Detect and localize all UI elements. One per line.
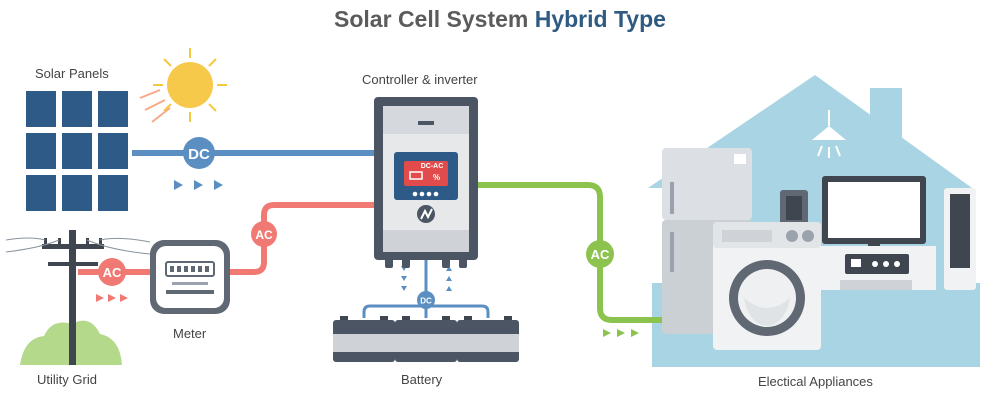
- diagram-title: Solar Cell System Hybrid Type: [0, 6, 1000, 33]
- battery-2: [395, 316, 457, 362]
- ac-grid-badge-label: AC: [103, 265, 122, 280]
- dc-battery-badge: [417, 291, 435, 309]
- ac-house-arrows: [603, 329, 639, 337]
- battery-1: [333, 316, 395, 362]
- ac-house-line: [478, 182, 662, 323]
- utility-pole-icon: [5, 230, 151, 365]
- meter-icon: [150, 240, 230, 314]
- battery-flow-arrows: [401, 266, 452, 291]
- tv-icon: [822, 176, 926, 250]
- ac-house-badge: [586, 240, 614, 268]
- controller-label: Controller & inverter: [362, 72, 478, 87]
- solar-panel-array: [26, 91, 128, 211]
- battery-icons: [333, 316, 519, 362]
- ac-meter-badge: [251, 221, 277, 247]
- dc-main-badge-label: DC: [188, 146, 210, 163]
- ac-meter-line: [228, 202, 374, 275]
- ac-grid-badge: [98, 258, 126, 286]
- sun-icon: [139, 48, 227, 123]
- solar-panels-label: Solar Panels: [35, 66, 109, 81]
- ac-grid-arrows: [96, 294, 128, 302]
- dc-battery-badge-label: DC: [420, 297, 432, 306]
- inverter-icon: [374, 97, 478, 268]
- title-accent: Hybrid Type: [534, 6, 666, 32]
- battery-3: [457, 316, 519, 362]
- washing-machine-icon: [713, 222, 821, 350]
- dc-main-badge: [183, 137, 215, 169]
- ac-meter-badge-label: AC: [255, 228, 273, 242]
- meter-label: Meter: [173, 326, 207, 341]
- lamp-icon: [812, 110, 846, 158]
- ac-house-badge-label: AC: [591, 247, 610, 262]
- stereo-icon: [820, 246, 936, 290]
- speaker-right-icon: [944, 188, 976, 290]
- inverter-percent-text: %: [433, 173, 440, 182]
- inverter-mode-text: DC-AC: [421, 163, 444, 170]
- battery-label: Battery: [401, 372, 443, 387]
- dc-arrows: [174, 180, 223, 190]
- title-main: Solar Cell System: [334, 6, 529, 32]
- appliances-label: Electical Appliances: [758, 374, 873, 389]
- utility-grid-label: Utility Grid: [37, 372, 97, 387]
